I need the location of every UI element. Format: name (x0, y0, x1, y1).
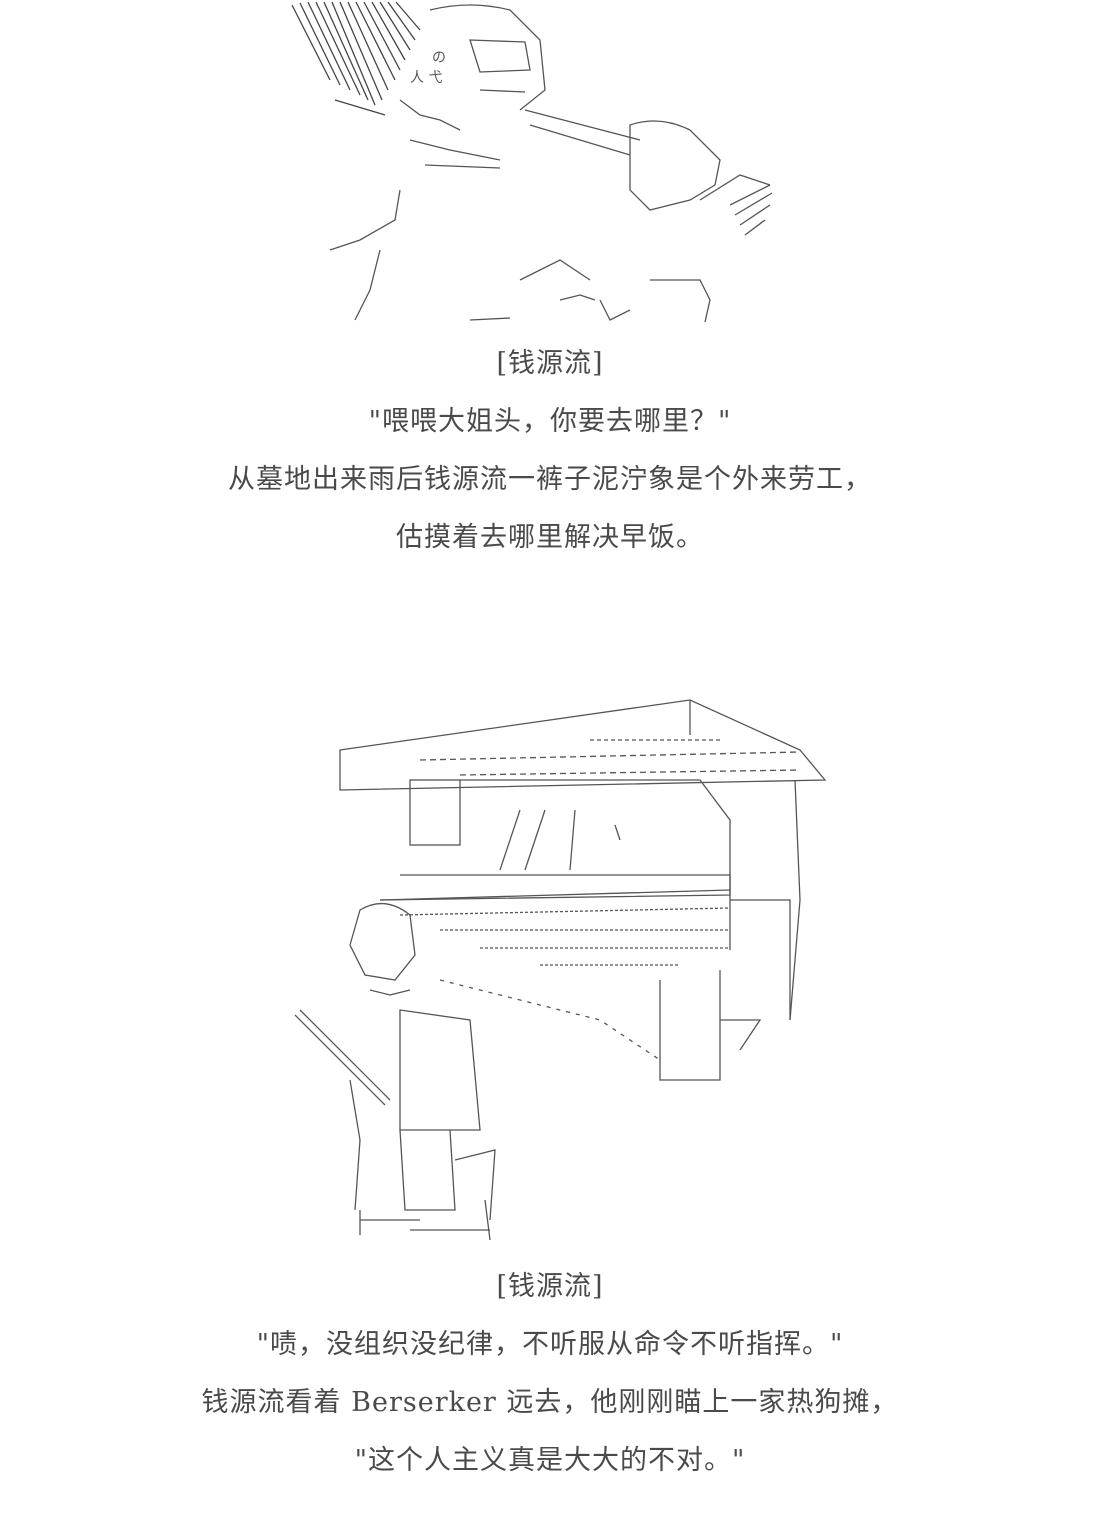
svg-text:の: の (432, 50, 446, 66)
dialogue-line: "啧，没组织没纪律，不听服从命令不听指挥。" (256, 1329, 844, 1360)
narration-line: 估摸着去哪里解决早饭。 (396, 522, 704, 553)
svg-text:人 弋: 人 弋 (410, 70, 442, 86)
hatched-shape (291, 1, 421, 116)
narration-line: 钱源流看着 Berserker 远去，他刚刚瞄上一家热狗摊， (201, 1387, 899, 1418)
speaker-name: [钱源流] (496, 1271, 604, 1302)
hatched-tail (729, 184, 773, 236)
scene-1-text: [钱源流] "喂喂大姐头，你要去哪里？" 从墓地出来雨后钱源流一裤子泥泞象是个外… (0, 335, 1100, 567)
ascii-art-illustration-top: の 人 弋 (0, 0, 1100, 335)
dialogue-line: "这个人主义真是大大的不对。" (354, 1445, 746, 1476)
scene-2-text: [钱源流] "啧，没组织没纪律，不听服从命令不听指挥。" 钱源流看着 Berse… (0, 1258, 1100, 1490)
narration-line: 从墓地出来雨后钱源流一裤子泥泞象是个外来劳工， (228, 464, 872, 495)
dialogue-line: "喂喂大姐头，你要去哪里？" (368, 406, 732, 437)
speaker-name: [钱源流] (496, 348, 604, 379)
ascii-art-illustration-stand (0, 690, 1100, 1250)
